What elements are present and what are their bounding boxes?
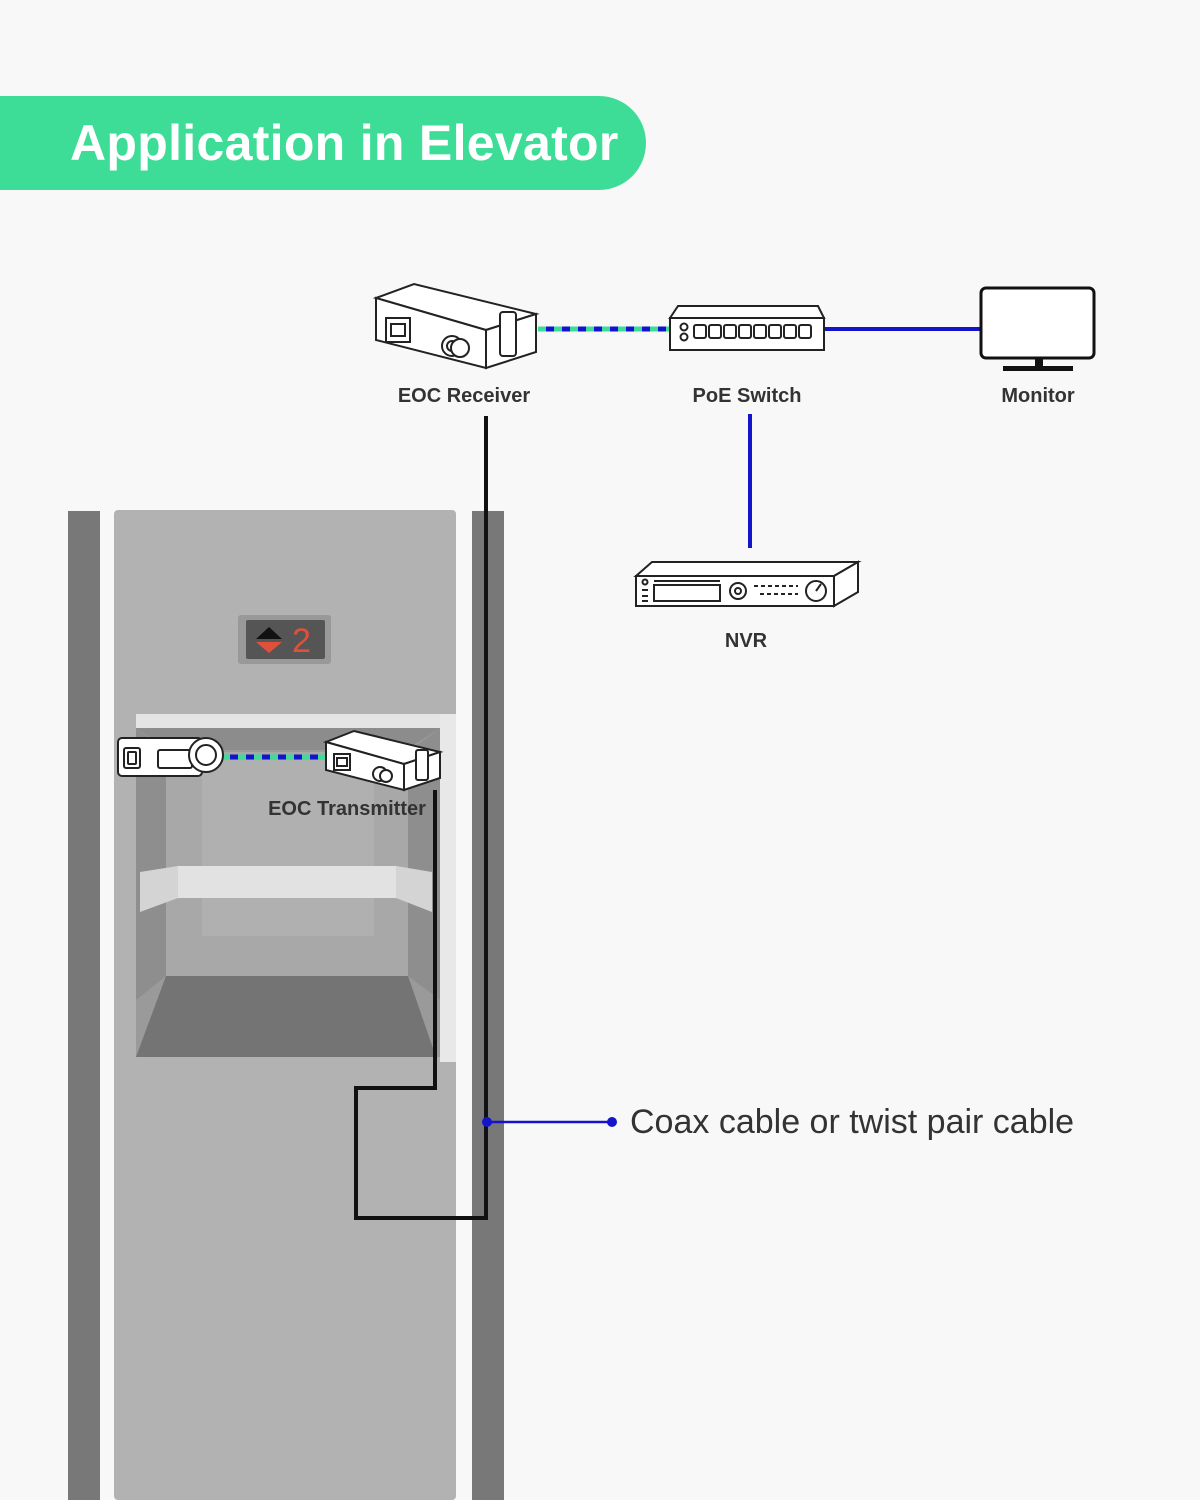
- eoc-transmitter-icon: [322, 729, 444, 792]
- cables: [222, 326, 980, 1220]
- callout-dot-right: [607, 1117, 617, 1127]
- camera-icon: [117, 737, 224, 777]
- shaft-wall-left: [68, 511, 100, 1500]
- eoc-receiver-label: EOC Receiver: [398, 385, 531, 407]
- monitor-label: Monitor: [1001, 385, 1075, 407]
- cable-callout-label: Coax cable or twist pair cable: [630, 1103, 1074, 1141]
- monitor-icon: [979, 286, 1096, 371]
- coax-cable-run: [354, 416, 488, 1220]
- poe-switch-icon: [668, 305, 826, 351]
- floor-indicator: 2: [238, 615, 331, 664]
- up-down-arrow-icon: [256, 627, 282, 653]
- elevator-shaft: 2: [68, 510, 504, 1500]
- eoc-transmitter-label: EOC Transmitter: [268, 798, 426, 820]
- cable-callout: Coax cable or twist pair cable: [482, 1103, 1074, 1141]
- floor-number: 2: [292, 622, 311, 660]
- eoc-receiver-icon: [372, 282, 540, 370]
- poe-switch-label: PoE Switch: [693, 385, 802, 407]
- nvr-label: NVR: [725, 630, 768, 652]
- page-title: Application in Elevator: [70, 115, 619, 171]
- nvr-icon: [633, 560, 862, 608]
- title-banner: Application in Elevator: [0, 96, 646, 190]
